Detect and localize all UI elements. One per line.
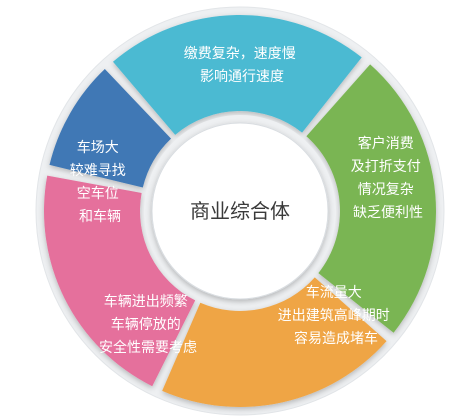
segment-right-lower-line: 车流量大: [306, 284, 362, 301]
segment-left-lower-line: 车辆进出频繁: [104, 293, 188, 310]
segment-left-lower: [44, 175, 196, 387]
center-disc: [151, 122, 329, 300]
segment-top-label: 缴费复杂，速度慢 影响通行速度: [184, 45, 300, 85]
segment-right-lower-label: 车流量大 进出建筑高峰期时 容易造成堵车: [278, 284, 394, 347]
segment-right-upper: [306, 64, 436, 333]
segment-left-upper-line: 较难寻找: [70, 163, 126, 179]
segment-right-upper-line: 缺乏便利性: [353, 205, 423, 221]
segment-left-upper-label: 车场大 较难寻找 空车位 和车辆: [70, 139, 130, 225]
segment-right-lower-line: 容易造成堵车: [294, 330, 378, 347]
segment-left-lower-line: 安全性需要考虑: [99, 339, 197, 356]
center-label: 商业综合体: [190, 199, 290, 223]
segment-right-lower: [162, 277, 387, 408]
segment-left-upper-line: 空车位: [77, 185, 119, 202]
segment-left-upper: [49, 69, 172, 188]
segment-right-upper-label: 客户消费 及打折支付 情况复杂 缺乏便利性: [351, 135, 425, 221]
segment-right-lower-line: 进出建筑高峰期时: [278, 307, 390, 324]
segment-right-upper-line: 客户消费: [358, 135, 414, 152]
segment-top: [112, 15, 362, 135]
segment-left-upper-line: 和车辆: [79, 208, 121, 225]
segment-left-upper-line: 车场大: [77, 139, 119, 156]
segment-top-line: 影响通行速度: [200, 69, 284, 85]
segment-right-upper-line: 及打折支付: [351, 158, 421, 175]
segment-top-line: 缴费复杂，速度慢: [184, 45, 296, 62]
segment-left-lower-line: 车辆停放的: [111, 316, 181, 333]
segment-left-lower-label: 车辆进出频繁 车辆停放的 安全性需要考虑: [99, 293, 197, 356]
segment-right-upper-line: 情况复杂: [358, 181, 414, 198]
